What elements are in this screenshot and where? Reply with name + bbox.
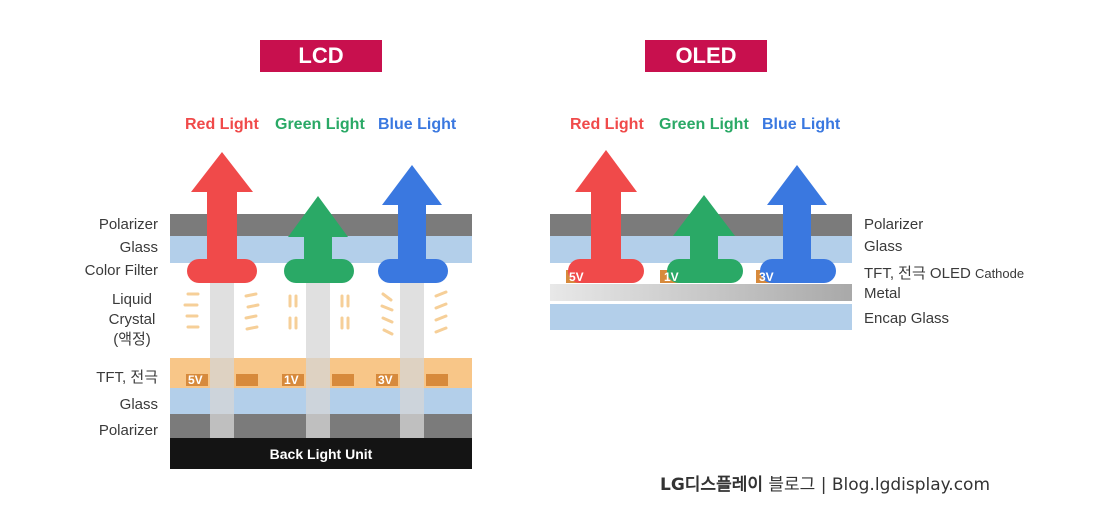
lcd-light-column-green — [306, 282, 330, 438]
lcd-electrode-4 — [332, 374, 354, 386]
watermark-brand: LG디스플레이 — [660, 475, 763, 495]
oled-label-cathode: Cathode — [974, 266, 1025, 281]
lcd-green-light-label: Green Light — [275, 116, 365, 133]
lcd-back-light-unit — [170, 438, 472, 469]
lcd-voltage-red: 5V — [188, 373, 203, 387]
oled-green-arrow — [667, 195, 743, 283]
lcd-label-polarizer-top: Polarizer — [98, 216, 158, 233]
oled-encap-glass-layer — [550, 304, 852, 330]
lcd-label-liquid-line3: (액정) — [113, 331, 151, 348]
oled-green-light-label: Green Light — [659, 116, 749, 133]
oled-blue-arrow — [760, 165, 836, 283]
lcd-red-arrow — [187, 152, 257, 283]
oled-title-badge: OLED — [645, 40, 767, 72]
oled-label-metal: Metal — [864, 285, 901, 302]
lcd-liquid-crystal-molecules — [183, 290, 448, 336]
lcd-label-polarizer-bottom: Polarizer — [98, 422, 158, 439]
lcd-blue-arrow — [378, 165, 448, 283]
lcd-label-glass-bottom: Glass — [119, 396, 158, 413]
lcd-electrode-2 — [236, 374, 258, 386]
blog-watermark: LG디스플레이 블로그 | Blog.lgdisplay.com — [660, 470, 990, 495]
lcd-red-light-label: Red Light — [185, 116, 259, 133]
lcd-electrode-1 — [186, 374, 208, 386]
oled-red-arrow — [568, 150, 644, 283]
lcd-label-liquid-crystal: Liquid Crystal (액정) — [98, 290, 166, 350]
lcd-label-tft: TFT, 전극 — [96, 369, 158, 386]
lcd-electrode-6 — [426, 374, 448, 386]
lcd-label-color-filter: Color Filter — [84, 262, 158, 279]
watermark-rest: 블로그 | Blog.lgdisplay.com — [763, 475, 991, 495]
lcd-label-liquid-line2: Crystal — [108, 311, 156, 328]
lcd-blue-light-label: Blue Light — [378, 116, 457, 133]
oled-label-tft: TFT, 전극 OLED Cathode — [864, 262, 1024, 283]
lcd-green-arrow — [284, 196, 354, 283]
oled-label-encap-glass: Encap Glass — [864, 310, 950, 327]
lcd-voltage-green: 1V — [284, 373, 299, 387]
oled-label-tft-main: TFT, 전극 OLED — [864, 265, 971, 282]
oled-label-glass: Glass — [864, 238, 903, 255]
lcd-electrode-3 — [282, 374, 304, 386]
lcd-back-light-unit-label: Back Light Unit — [269, 445, 373, 462]
lcd-light-column-blue — [400, 282, 424, 438]
oled-blue-light-label: Blue Light — [762, 116, 841, 133]
oled-voltage-green: 1V — [664, 270, 679, 284]
oled-voltage-blue: 3V — [759, 270, 774, 284]
lcd-title-badge: LCD — [260, 40, 382, 72]
lcd-label-liquid-line1: Liquid — [111, 291, 153, 308]
oled-label-polarizer: Polarizer — [864, 216, 924, 233]
lcd-light-column-red — [210, 282, 234, 438]
oled-red-light-label: Red Light — [570, 116, 644, 133]
oled-metal-layer — [550, 284, 852, 301]
lcd-label-glass-top: Glass — [119, 239, 158, 256]
lcd-electrode-5 — [376, 374, 398, 386]
lcd-voltage-blue: 3V — [378, 373, 393, 387]
oled-voltage-red: 5V — [569, 270, 584, 284]
